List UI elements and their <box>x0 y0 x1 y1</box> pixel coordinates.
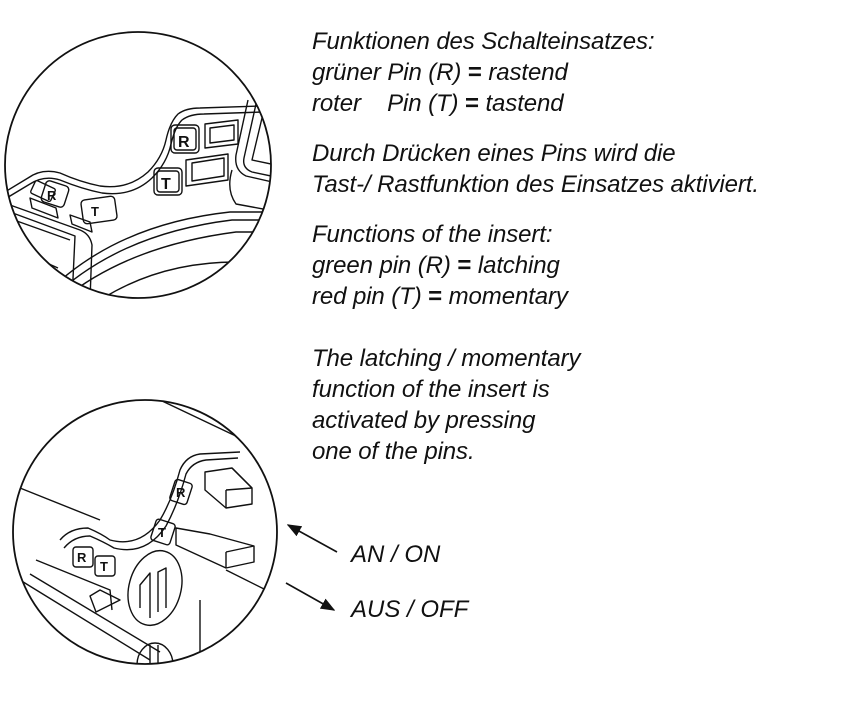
german-description-line-1: Durch Drücken eines Pins wird die <box>312 140 676 167</box>
pin-t-label: T <box>161 176 171 193</box>
english-red-pin-line: red pin (T) = momentary <box>312 281 568 312</box>
equals-sign: = <box>465 90 479 117</box>
off-label: AUS / OFF <box>351 596 469 623</box>
text-segment: rastend <box>481 59 568 86</box>
german-green-pin-line: grüner Pin (R) = rastend <box>312 57 568 88</box>
english-green-pin-line: green pin (R) = latching <box>312 250 560 281</box>
text-segment: latching <box>471 252 560 279</box>
pin-t-label-bottom-left: T <box>100 559 108 574</box>
pin-letters-top: R T R T <box>47 134 190 219</box>
equals-sign: = <box>428 283 443 310</box>
insert-detail-top <box>4 31 272 299</box>
on-label: AN / ON <box>351 541 441 568</box>
pin-r-label-bottom-left: R <box>77 550 87 565</box>
german-red-pin-line: roter Pin (T) = tastend <box>312 88 564 119</box>
text-segment: roter Pin (T) <box>312 90 465 117</box>
text-segment: red pin (T) <box>312 283 429 310</box>
text-segment: momentary <box>442 283 568 310</box>
text-segment: green pin (R) <box>312 252 458 279</box>
german-heading: Funktionen des Schalteinsatzes: <box>312 28 655 55</box>
pin-r-label: R <box>178 134 190 151</box>
pin-letters-bottom: R T R T <box>77 485 186 574</box>
text-segment: tastend <box>478 90 564 117</box>
equals-sign: = <box>457 252 472 279</box>
english-description-line-3: activated by pressing <box>312 407 536 434</box>
german-description-line-2: Tast-/ Rastfunktion des Einsatzes aktivi… <box>312 171 759 198</box>
pin-t-label-bottom: T <box>158 525 166 540</box>
equals-sign: = <box>467 59 482 86</box>
english-description-line-4: one of the pins. <box>312 438 475 465</box>
english-heading: Functions of the insert: <box>312 221 553 248</box>
english-description-line-1: The latching / momentary <box>312 345 581 372</box>
off-arrow-icon <box>285 582 336 611</box>
pin-t-label-left: T <box>91 204 99 219</box>
insert-detail-bottom <box>12 399 278 665</box>
pin-r-label-bottom: R <box>176 485 186 500</box>
english-description-line-2: function of the insert is <box>312 376 550 403</box>
on-arrow-icon <box>286 524 338 553</box>
pin-r-label-left: R <box>47 188 57 203</box>
text-segment: grüner Pin (R) <box>312 59 468 86</box>
